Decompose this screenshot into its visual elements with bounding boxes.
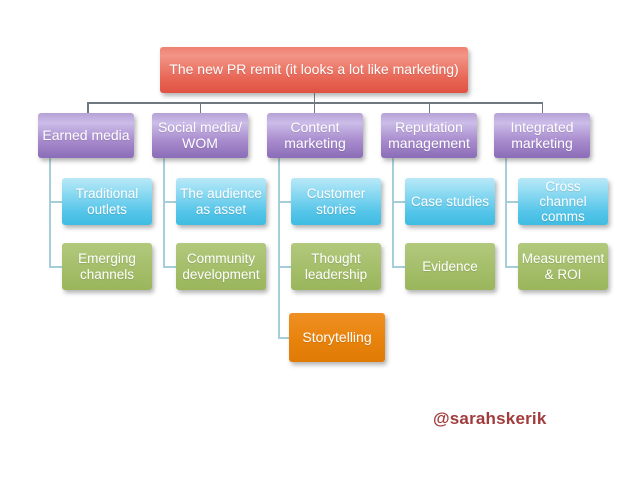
branch-node-integrated-marketing: Integrated marketing bbox=[494, 113, 590, 158]
connector-stub-reputation bbox=[428, 102, 430, 113]
connector-stub-earned-media bbox=[87, 102, 89, 113]
connector-root-horizontal bbox=[87, 102, 542, 104]
child-node-audience-as-asset: The audience as asset bbox=[176, 178, 266, 225]
connector-hang-earned-media bbox=[49, 158, 51, 267]
connector-elbow-traditional-outlets bbox=[49, 201, 62, 203]
connector-elbow-thought-leadership bbox=[278, 266, 291, 268]
connector-hang-content bbox=[278, 158, 280, 338]
connector-hang-social-media bbox=[163, 158, 165, 267]
child-node-thought-leadership: Thought leadership bbox=[291, 243, 381, 290]
connector-elbow-measurement-roi bbox=[505, 266, 518, 268]
child-node-cross-channel-comms: Cross channel comms bbox=[518, 178, 608, 225]
connector-stub-social-media bbox=[199, 102, 201, 113]
branch-node-content-marketing: Content marketing bbox=[267, 113, 363, 158]
child-node-community-development: Community development bbox=[176, 243, 266, 290]
connector-elbow-evidence bbox=[392, 266, 405, 268]
child-node-traditional-outlets: Traditional outlets bbox=[62, 178, 152, 225]
connector-stub-integrated bbox=[541, 102, 543, 113]
connector-hang-integrated bbox=[505, 158, 507, 267]
child-node-emerging-channels: Emerging channels bbox=[62, 243, 152, 290]
connector-elbow-customer-stories bbox=[278, 201, 291, 203]
connector-hang-reputation bbox=[392, 158, 394, 267]
branch-node-social-media-wom: Social media/ WOM bbox=[152, 113, 248, 158]
connector-elbow-cross-channel bbox=[505, 201, 518, 203]
author-handle: @sarahskerik bbox=[433, 409, 547, 428]
connector-elbow-audience-asset bbox=[163, 201, 176, 203]
branch-node-reputation-management: Reputation management bbox=[381, 113, 477, 158]
child-node-storytelling: Storytelling bbox=[289, 313, 385, 362]
connector-elbow-community-development bbox=[163, 266, 176, 268]
child-node-customer-stories: Customer stories bbox=[291, 178, 381, 225]
root-node-new-pr-remit: The new PR remit (it looks a lot like ma… bbox=[160, 47, 468, 93]
connector-elbow-emerging-channels bbox=[49, 266, 62, 268]
child-node-case-studies: Case studies bbox=[405, 178, 495, 225]
branch-node-earned-media: Earned media bbox=[38, 113, 134, 158]
connector-elbow-case-studies bbox=[392, 201, 405, 203]
child-node-measurement-roi: Measurement & ROI bbox=[518, 243, 608, 290]
connector-elbow-storytelling bbox=[278, 337, 289, 339]
child-node-evidence: Evidence bbox=[405, 243, 495, 290]
